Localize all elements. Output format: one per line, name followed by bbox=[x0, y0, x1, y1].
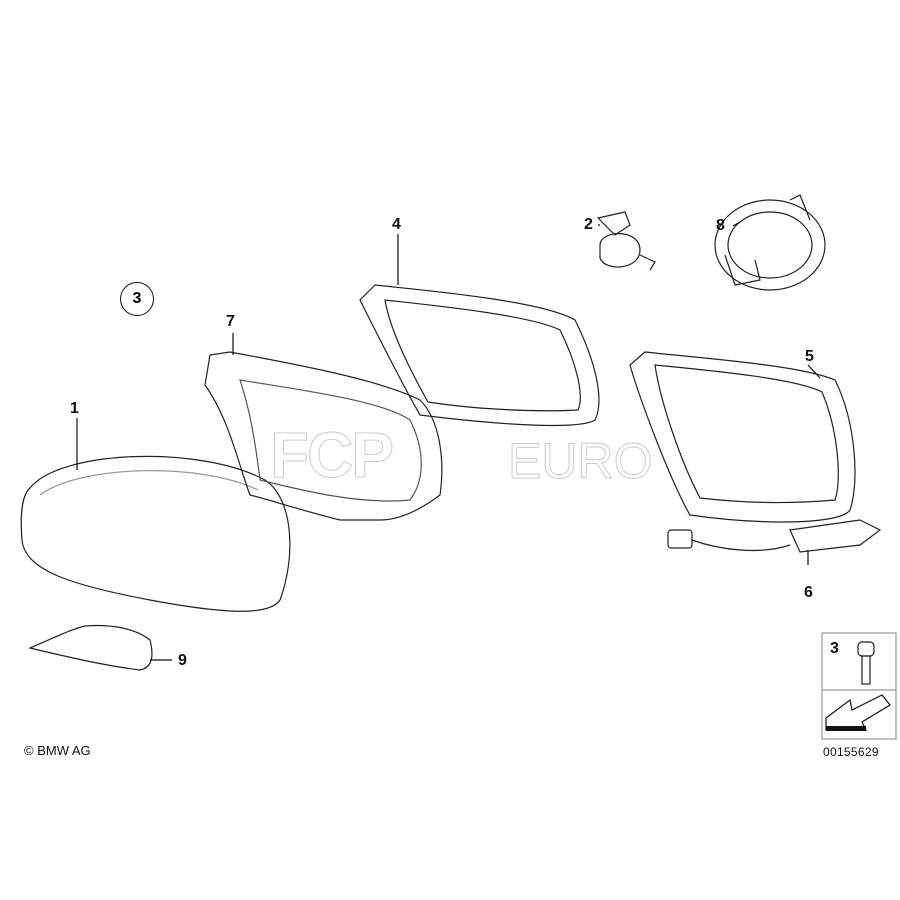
screw-icon bbox=[857, 641, 875, 685]
legend-box bbox=[821, 632, 897, 740]
part-7-bracket bbox=[204, 351, 443, 521]
part-5-frame bbox=[629, 351, 856, 523]
callout-9[interactable]: 9 bbox=[178, 652, 187, 669]
image-code: 00155629 bbox=[823, 745, 879, 759]
circled-callout: 3 bbox=[120, 282, 154, 316]
callout-8[interactable]: 8 bbox=[716, 217, 725, 234]
copyright: © BMW AG bbox=[24, 743, 91, 758]
callout-2[interactable]: 2 bbox=[584, 216, 593, 233]
callout-4[interactable]: 4 bbox=[392, 216, 401, 233]
watermark-suffix: EURO bbox=[507, 433, 653, 490]
arrow-icon bbox=[825, 694, 891, 731]
part-2-clip bbox=[596, 211, 656, 271]
part-4-frame bbox=[359, 284, 600, 427]
callout-7[interactable]: 7 bbox=[226, 313, 235, 330]
part-1-mirror-cap bbox=[20, 455, 291, 612]
part-8-motor bbox=[714, 194, 826, 291]
part-6-sensor bbox=[667, 519, 882, 553]
callout-5[interactable]: 5 bbox=[805, 348, 814, 365]
watermark-brand: FCP bbox=[270, 419, 395, 492]
callout-6[interactable]: 6 bbox=[804, 584, 813, 601]
legend-part-number: 3 bbox=[830, 640, 839, 657]
part-9-trim bbox=[28, 624, 153, 671]
callout-1[interactable]: 1 bbox=[70, 400, 79, 417]
